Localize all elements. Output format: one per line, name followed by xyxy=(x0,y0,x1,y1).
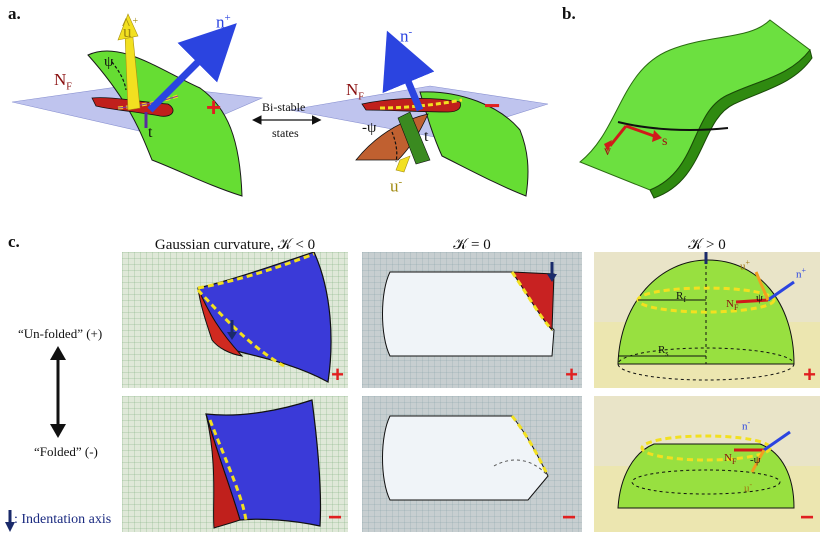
photo-negative-curvature-folded: − xyxy=(122,396,348,532)
minus-sign-c1: − xyxy=(327,504,342,531)
u-minus-arrow xyxy=(395,155,411,173)
photo-zero-curvature-unfolded: + xyxy=(362,252,582,388)
col2-title: 𝒦 = 0 xyxy=(453,237,491,253)
plus-sign-c3: + xyxy=(803,362,816,387)
col1-title: Gaussian curvature, 𝒦 < 0 xyxy=(154,237,316,253)
bistable-text-2: states xyxy=(272,126,299,140)
indentation-arrow-icon xyxy=(5,510,15,532)
folded-label: “Folded” (-) xyxy=(34,444,98,459)
n-minus-dome-label: n- xyxy=(742,418,751,433)
rf-label: Rf xyxy=(676,290,687,305)
plus-sign-a: + xyxy=(206,92,222,122)
bistable-text-1: Bi-stable xyxy=(262,100,306,114)
nf-dome-top-label: NF xyxy=(726,298,739,313)
minus-sign-c3: − xyxy=(799,504,814,531)
plus-sign-c1: + xyxy=(331,362,344,387)
u-plus-dome-label: u+ xyxy=(740,258,751,273)
curved-surface-edge xyxy=(649,48,813,199)
plus-sign-c2: + xyxy=(565,362,578,387)
n-plus-label: n+ xyxy=(216,12,231,32)
nf-dome-bottom-label: NF xyxy=(724,452,737,467)
state-double-arrow xyxy=(50,346,66,438)
right-tangent-plane xyxy=(289,85,549,139)
col3-title: 𝒦 > 0 xyxy=(688,237,726,253)
u-minus-dome-label: u- xyxy=(744,480,753,495)
v-arrow xyxy=(608,125,628,147)
n-minus-label: n- xyxy=(400,26,413,46)
rs-label: Rs xyxy=(658,344,669,359)
right-red-fold xyxy=(361,97,461,113)
psi-right-label: -ψ xyxy=(362,120,377,136)
photo-positive-curvature-unfolded: Rf Rs NF ψ u+ n+ + xyxy=(594,252,820,388)
psi-dome-bottom-label: -ψ xyxy=(750,454,761,466)
panel-b-diagram xyxy=(579,19,813,199)
photo-positive-curvature-folded: NF -ψ n- u- − xyxy=(594,396,820,532)
psi-dome-top-label: ψ xyxy=(756,292,763,304)
photo-zero-curvature-folded: − xyxy=(362,396,582,532)
right-green-sheet xyxy=(419,91,529,197)
panel-a-letter: a. xyxy=(8,4,21,23)
s-arrow xyxy=(625,124,655,138)
minus-sign-c2: − xyxy=(561,504,576,531)
unfolded-label: “Un-folded” (+) xyxy=(18,326,103,341)
t-left-label: t xyxy=(148,124,153,141)
panel-b-letter: b. xyxy=(562,4,576,23)
curved-surface-top xyxy=(579,19,811,191)
u-plus-label: ^u+ xyxy=(122,14,139,41)
v-label: v xyxy=(604,144,611,159)
indentation-label: : Indentation axis xyxy=(14,512,112,527)
nf-right-label: NF xyxy=(346,80,364,103)
panel-a-diagram xyxy=(11,13,549,197)
left-green-sheet xyxy=(87,50,243,197)
n-plus-dome-label: n+ xyxy=(796,266,807,281)
u-minus-label: u- xyxy=(390,176,403,196)
t-right-label: t xyxy=(424,128,429,145)
minus-sign-a: − xyxy=(484,90,501,121)
nf-left-label: NF xyxy=(54,70,72,93)
photo-negative-curvature-unfolded: + xyxy=(122,252,348,388)
n-plus-arrow xyxy=(147,23,237,113)
s-label: s xyxy=(662,134,668,149)
panel-c-letter: c. xyxy=(8,232,20,251)
n-minus-arrow xyxy=(382,30,435,112)
psi-left-label: ψ xyxy=(104,54,114,70)
